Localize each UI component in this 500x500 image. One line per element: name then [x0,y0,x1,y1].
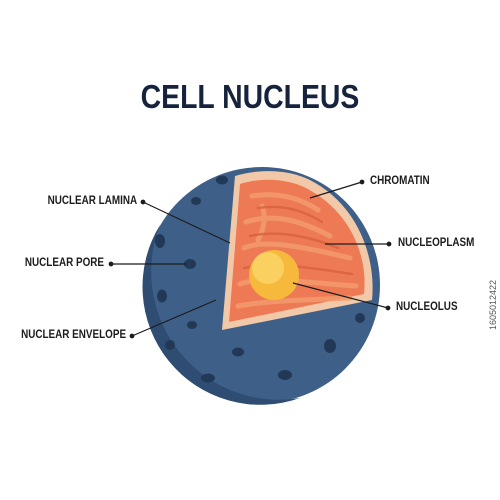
label-chromatin: CHROMATIN [370,175,430,187]
pore [201,373,215,383]
pore [155,234,165,248]
pore [355,313,365,323]
chromatin-strand [235,295,353,309]
label-nuclear-lamina: NUCLEAR LAMINA [47,195,137,207]
leader-dot [108,261,114,267]
label-nuclear-envelope: NUCLEAR ENVELOPE [21,329,126,341]
leader-dot [140,199,146,205]
leader-dot [385,305,391,311]
label-nucleolus: NUCLEOLUS [396,301,458,313]
label-nuclear-pore: NUCLEAR PORE [24,257,104,269]
leader-dot [386,241,392,247]
leader-dot [359,179,365,185]
pore [184,259,196,269]
page-title: CELL NUCLEUS [140,78,360,115]
chromatin-strand [241,241,353,261]
nucleolus-highlight [252,252,284,284]
pore [232,347,244,357]
chromatin-strand [243,215,333,239]
pore [191,197,201,205]
leader-nucleolus [292,282,389,309]
pore [157,289,167,303]
image-id: 1605012422 [488,279,498,330]
pore [187,321,197,329]
pore [216,175,228,185]
leader-lines [108,179,392,339]
chromatin-strand [256,205,324,224]
pore [165,340,175,350]
leader-dot [129,333,135,339]
pore [278,370,292,380]
nuclear-pores [155,175,365,383]
leader-nuclear-envelope [131,299,217,337]
leader-chromatin [309,181,363,199]
pore [324,339,336,353]
label-nucleoplasm: NUCLEOPLASM [398,237,475,249]
sphere-shadow [142,225,300,405]
chromatin-strand [249,192,321,213]
leader-nuclear-lamina [142,201,231,244]
